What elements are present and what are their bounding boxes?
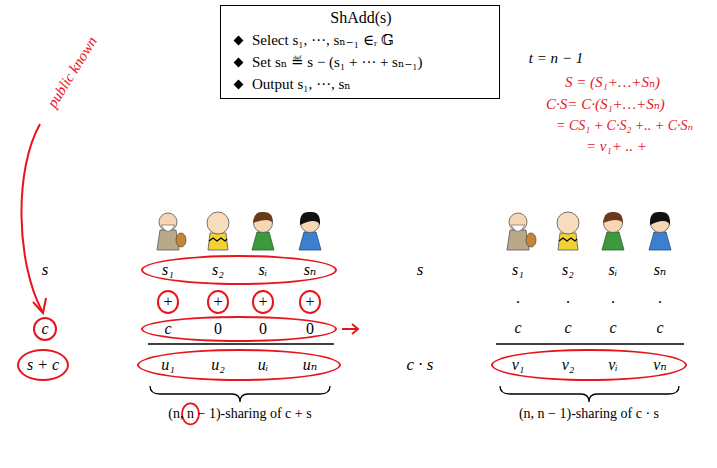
share-cell: s₂ xyxy=(562,261,574,279)
plus-circle: + xyxy=(299,290,321,314)
multiply-dot: . xyxy=(658,289,662,307)
party-figure xyxy=(557,212,579,250)
constant-cell: c xyxy=(514,319,521,337)
share-brace xyxy=(150,386,330,402)
multiply-dot: . xyxy=(566,289,570,307)
node-text: vᵢ xyxy=(608,356,618,374)
annotation-arrow xyxy=(21,124,42,311)
handwritten-equation: = CS₁ + C·S₂ +.. + C·Sₙ xyxy=(556,118,693,133)
row-label: s xyxy=(417,261,424,280)
node-text: s + c xyxy=(27,356,59,374)
algorithm-title: ShAdd(s) xyxy=(330,9,391,27)
node-text: uₙ xyxy=(303,356,317,374)
plus-circle: + xyxy=(157,290,179,314)
plus-circle: + xyxy=(207,290,229,314)
node-text: vₙ xyxy=(653,356,667,374)
algorithm-step-row: Select s₁, ⋯, sₙ₋₁ ∈ᵣ 𝔾 xyxy=(233,31,489,49)
sum-circle: s + c xyxy=(17,349,69,381)
handwritten-equation: C·S= C·(S₁+…+Sₙ) xyxy=(546,96,665,113)
constant-cell: c xyxy=(656,319,663,337)
algorithm-box: ShAdd(s) Select s₁, ⋯, sₙ₋₁ ∈ᵣ 𝔾 Set sₙ ≝ … xyxy=(220,5,500,99)
diamond-bullet xyxy=(234,57,244,67)
algorithm-step: Output s₁, ⋯, sₙ xyxy=(252,75,351,93)
node-text: uᵢ xyxy=(258,356,269,374)
party-figure xyxy=(207,212,229,250)
handwritten-equation: = v₁+ .. + xyxy=(586,138,647,155)
algorithm-step-row: Set sₙ ≝ s − (s₁ + ⋯ + sₙ₋₁) xyxy=(233,53,489,71)
result-share-ellipse: u₁ u₂ uᵢ uₙ xyxy=(137,349,341,381)
share-brace xyxy=(500,386,679,402)
algorithm-step: Set sₙ ≝ s − (s₁ + ⋯ + sₙ₋₁) xyxy=(252,53,423,71)
share-cell: sₙ xyxy=(654,261,667,279)
sum-rule xyxy=(148,343,334,344)
annotation-arrow xyxy=(342,324,358,334)
node-text: s₂ xyxy=(212,261,224,279)
plus-circle: + xyxy=(252,290,274,314)
party-figure xyxy=(157,213,186,250)
node-text: c xyxy=(41,320,48,338)
constant-cell: c xyxy=(609,319,616,337)
share-cell: sᵢ xyxy=(609,261,618,279)
share-cell: s₁ xyxy=(512,261,524,279)
node-text: 0 xyxy=(259,320,267,338)
node-text: sᵢ xyxy=(259,261,268,279)
node-text: 0 xyxy=(214,320,222,338)
handwritten-note: public known xyxy=(44,34,101,111)
node-text: u₂ xyxy=(211,356,225,374)
constant-cell: c xyxy=(564,319,571,337)
node-text: + xyxy=(305,293,314,311)
node-text: u₁ xyxy=(161,356,175,374)
multiply-dot: . xyxy=(516,289,520,307)
row-label: c · s xyxy=(407,356,434,375)
threshold-note: t = n − 1 xyxy=(529,50,583,67)
node-text: sₙ xyxy=(304,261,317,279)
brace-label: (n, n − 1)-sharing of c · s xyxy=(519,406,659,421)
party-figure xyxy=(252,212,274,250)
product-rule xyxy=(496,343,684,344)
algorithm-step-row: Output s₁, ⋯, sₙ xyxy=(233,75,489,93)
node-text: 0 xyxy=(306,320,314,338)
handwritten-equation: S = (S₁+…+Sₙ) xyxy=(565,74,660,91)
party-figures xyxy=(157,212,671,250)
public-constant-circle: c xyxy=(33,317,57,341)
share-row-ellipse: s₁ s₂ sᵢ sₙ xyxy=(141,255,337,285)
annotation-arrowhead xyxy=(33,298,46,313)
product-share-ellipse: v₁ v₂ vᵢ vₙ xyxy=(491,349,687,381)
brace-label: (n, n − 1)-sharing of c + s xyxy=(168,406,311,421)
node-text: c xyxy=(164,320,171,338)
algorithm-step: Select s₁, ⋯, sₙ₋₁ ∈ᵣ 𝔾 xyxy=(252,31,394,49)
constant-row-ellipse: c 0 0 0 xyxy=(141,316,337,342)
node-text: + xyxy=(213,293,222,311)
party-figure xyxy=(299,212,321,250)
diamond-bullet xyxy=(234,35,244,45)
node-text: + xyxy=(258,293,267,311)
node-text: v₂ xyxy=(562,356,575,374)
node-text: s₁ xyxy=(162,261,174,279)
party-figure xyxy=(602,212,624,250)
diamond-bullet xyxy=(234,79,244,89)
node-text: + xyxy=(163,293,172,311)
row-label: s xyxy=(42,261,49,280)
party-figure xyxy=(507,213,536,250)
algorithm-title-row: ShAdd(s) xyxy=(233,9,489,27)
multiply-dot: . xyxy=(611,289,615,307)
node-text: v₁ xyxy=(512,356,525,374)
party-figure xyxy=(649,212,671,250)
